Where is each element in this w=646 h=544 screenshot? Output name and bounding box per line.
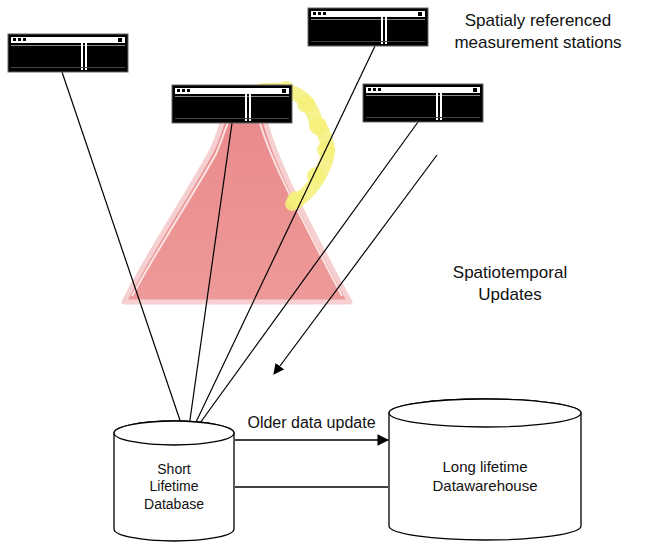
update-arrow — [274, 155, 437, 374]
data-flow-connector — [235, 486, 388, 487]
measurement-station — [363, 84, 483, 122]
measurement-station — [308, 8, 428, 46]
node-label: Short Lifetime Database — [131, 461, 217, 514]
volcano — [124, 104, 350, 302]
node-label: Long lifetime Datawarehouse — [410, 458, 560, 496]
database-cylinder: Long lifetime Datawarehouse — [388, 398, 582, 541]
annotation-label: Spatialy referenced measurement stations — [434, 10, 642, 54]
edge-label: Older data update — [245, 414, 377, 432]
data-flow-connector — [235, 439, 388, 440]
volcano-glow — [132, 116, 342, 296]
measurement-station — [8, 34, 128, 72]
measurement-station — [172, 85, 292, 123]
database-cylinder: Short Lifetime Database — [113, 420, 235, 542]
annotation-label: Spatiotemporal Updates — [428, 262, 592, 306]
